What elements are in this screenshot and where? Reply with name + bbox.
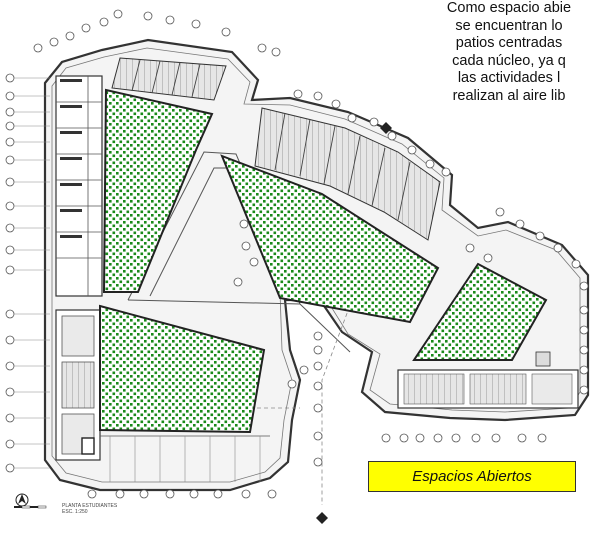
legend-label: Espacios Abiertos xyxy=(412,468,532,485)
section-marker-icon xyxy=(316,122,392,524)
description-line: patios centradas xyxy=(455,35,563,51)
right-wing xyxy=(254,107,441,241)
scale-bar-icon xyxy=(14,505,47,509)
top-wing xyxy=(111,57,227,101)
description-line: realizan al aire lib xyxy=(452,87,566,104)
plan-caption-scale: ESC. 1:250 xyxy=(62,509,88,515)
description-line: cada núcleo, ya q xyxy=(452,52,566,69)
plan-caption-title: PLANTA ESTUDIANTES xyxy=(62,503,118,509)
open-space-right xyxy=(412,262,548,361)
grid-bubbles xyxy=(5,9,589,499)
open-space-lower-left xyxy=(99,304,266,434)
description-line: se encuentran lo xyxy=(455,17,563,34)
far-right-block xyxy=(397,351,579,409)
lower-left-wing xyxy=(55,309,270,482)
description-line: Como espacio abie xyxy=(446,0,572,16)
upper-left-wing xyxy=(55,75,103,297)
open-spaces xyxy=(99,88,548,434)
description-line: las actividades l xyxy=(457,70,561,86)
legend-label-box: Espacios Abiertos xyxy=(368,461,576,492)
grid-leader-lines xyxy=(14,77,50,469)
plan-caption: PLANTA ESTUDIANTES ESC. 1:250 xyxy=(62,503,117,515)
description-text: Como espacio abie se encuentran lo patio… xyxy=(418,0,600,105)
open-space-upper-left xyxy=(102,88,214,293)
open-space-center xyxy=(220,154,440,324)
north-arrow-icon xyxy=(15,493,29,507)
